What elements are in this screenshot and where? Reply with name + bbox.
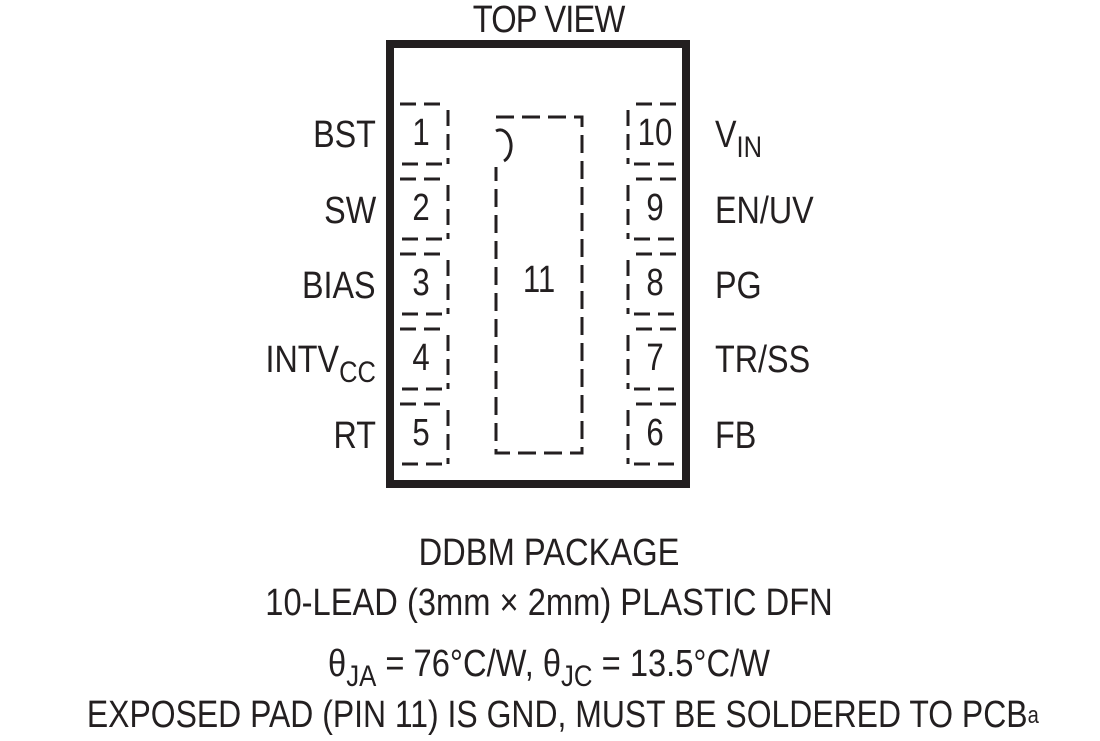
pin-label-bst: BST — [313, 113, 376, 157]
dashed-pad-outline-icon — [394, 177, 450, 241]
package-description: 10-LEAD (3mm × 2mm) PLASTIC DFN — [265, 582, 833, 624]
pin-pad-5: 5 — [394, 402, 450, 466]
pin-label-pg: PG — [715, 264, 762, 308]
theta-jc-value: = 13.5°C/W — [592, 643, 771, 685]
pin-label-intvcc: INTVCC — [265, 338, 376, 388]
pin-name-subscript: CC — [339, 356, 376, 389]
pin-pad-9: 9 — [626, 177, 682, 241]
dashed-pad-outline-icon — [394, 252, 450, 316]
pin-number: 3 — [412, 261, 430, 304]
pin-label-vin: VIN — [715, 113, 762, 163]
pin-pad-4: 4 — [394, 327, 450, 391]
pin-number: 2 — [412, 186, 430, 229]
dashed-pad-outline-icon — [394, 402, 450, 466]
pin-number: 8 — [646, 261, 664, 304]
package-outline — [386, 40, 690, 488]
pin-name: PG — [715, 265, 762, 307]
theta-symbol: θ — [542, 643, 562, 685]
pin-name: EN/UV — [715, 190, 814, 232]
pin-name: RT — [333, 415, 376, 457]
dashed-pad-outline-icon — [394, 327, 450, 391]
pin-name: BIAS — [302, 265, 376, 307]
pin1-notch-icon — [495, 128, 513, 163]
pin-name: FB — [715, 415, 757, 457]
pin-number: 5 — [412, 411, 430, 454]
pin-label-fb: FB — [715, 414, 756, 458]
dashed-pad-outline-icon — [626, 177, 682, 241]
dashed-pad-outline-icon — [494, 115, 584, 455]
footnote-mark: a — [1027, 702, 1039, 729]
dashed-pad-outline-icon — [626, 102, 682, 166]
pin-name: TR/SS — [715, 339, 811, 381]
pin-number: 10 — [637, 111, 673, 154]
pin-label-tr-ss: TR/SS — [715, 338, 810, 382]
pin-label-rt: RT — [334, 414, 376, 458]
thermal-resistance: θJA = 76°C/W, θJC = 13.5°C/W — [76, 642, 1022, 692]
pin-name: SW — [323, 190, 376, 232]
pin-pad-2: 2 — [394, 177, 450, 241]
pin-label-bias: BIAS — [302, 264, 376, 308]
exposed-pad-number: 11 — [522, 259, 556, 301]
dashed-pad-outline-icon — [626, 402, 682, 466]
dashed-pad-outline-icon — [394, 102, 450, 166]
theta-jc-subscript: JC — [561, 660, 593, 693]
pin-number: 9 — [646, 186, 664, 229]
exposed-pad-11: 11 — [494, 115, 584, 455]
pin-pad-6: 6 — [626, 402, 682, 466]
dashed-pad-outline-icon — [626, 252, 682, 316]
pin-number: 6 — [646, 411, 664, 454]
pin-label-en-uv: EN/UV — [715, 189, 814, 233]
pin-name: INTV — [265, 339, 340, 381]
diagram-title: TOP VIEW — [472, 0, 626, 41]
pin-number: 7 — [646, 336, 664, 379]
pin-name: BST — [313, 114, 376, 156]
pin-label-sw: SW — [324, 189, 376, 233]
theta-symbol: θ — [328, 643, 347, 685]
pin-number: 4 — [412, 336, 430, 379]
exposed-pad-note: EXPOSED PAD (PIN 11) IS GND, MUST BE SOL… — [87, 693, 1039, 738]
pin-number: 1 — [412, 111, 430, 154]
theta-ja-value: = 76°C/W, — [376, 643, 543, 685]
pin-pad-7: 7 — [626, 327, 682, 391]
pin-pad-8: 8 — [626, 252, 682, 316]
pin-pad-3: 3 — [394, 252, 450, 316]
dashed-pad-outline-icon — [626, 327, 682, 391]
exposed-pad-note-text: EXPOSED PAD (PIN 11) IS GND, MUST BE SOL… — [86, 694, 1028, 736]
theta-ja-subscript: JA — [346, 660, 377, 693]
pin-pad-1: 1 — [394, 102, 450, 166]
pin-name: V — [715, 114, 737, 156]
pin-name-subscript: IN — [736, 131, 763, 164]
pin-pad-10: 10 — [626, 102, 682, 166]
package-name: DDBM PACKAGE — [418, 532, 680, 574]
